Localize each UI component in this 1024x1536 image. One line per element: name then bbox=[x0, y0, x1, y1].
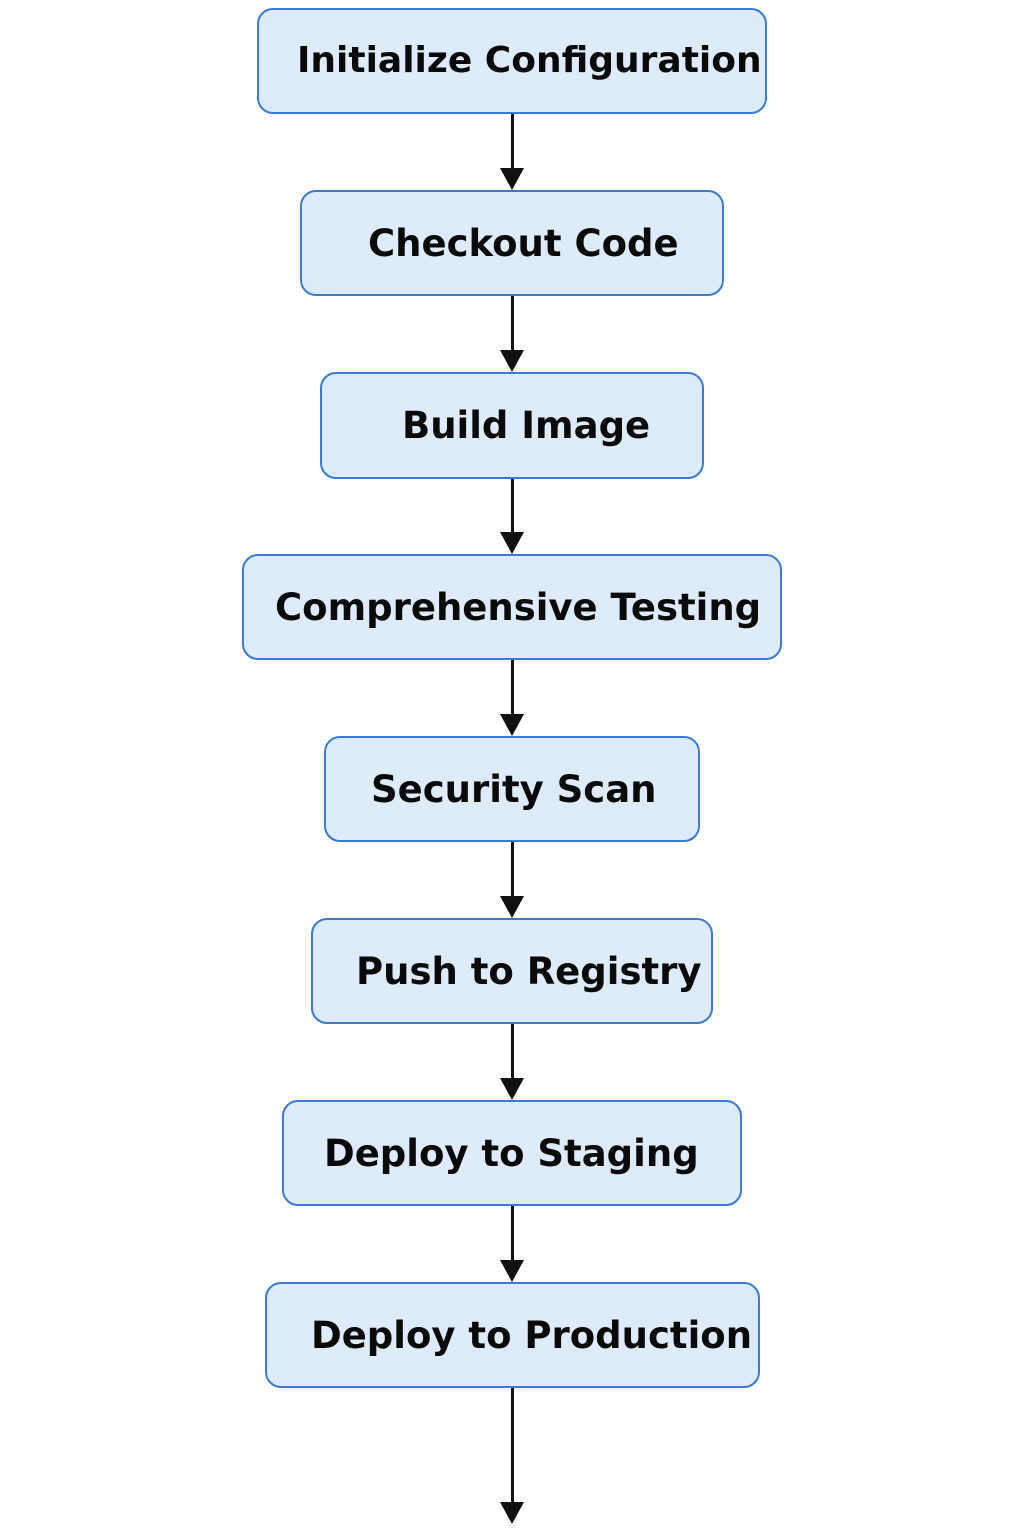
step-label: Security Scan bbox=[371, 767, 657, 811]
step-label: Initialize Configuration bbox=[297, 40, 762, 81]
step-deploy-to-staging: Deploy to Staging bbox=[282, 1100, 742, 1206]
step-label: Push to Registry bbox=[356, 949, 702, 993]
step-comprehensive-testing: Comprehensive Testing bbox=[242, 554, 782, 660]
step-label: Comprehensive Testing bbox=[275, 585, 762, 629]
step-deploy-to-production: Deploy to Production bbox=[265, 1282, 760, 1388]
step-push-to-registry: Push to Registry bbox=[311, 918, 713, 1024]
step-build-image: Build Image bbox=[320, 372, 704, 479]
step-label: Build Image bbox=[402, 404, 651, 447]
step-label: Checkout Code bbox=[368, 221, 679, 265]
step-security-scan: Security Scan bbox=[324, 736, 700, 842]
step-label: Deploy to Production bbox=[311, 1313, 753, 1357]
step-initialize-configuration: Initialize Configuration bbox=[257, 8, 767, 114]
step-checkout-code: Checkout Code bbox=[300, 190, 724, 296]
step-label: Deploy to Staging bbox=[324, 1131, 699, 1175]
